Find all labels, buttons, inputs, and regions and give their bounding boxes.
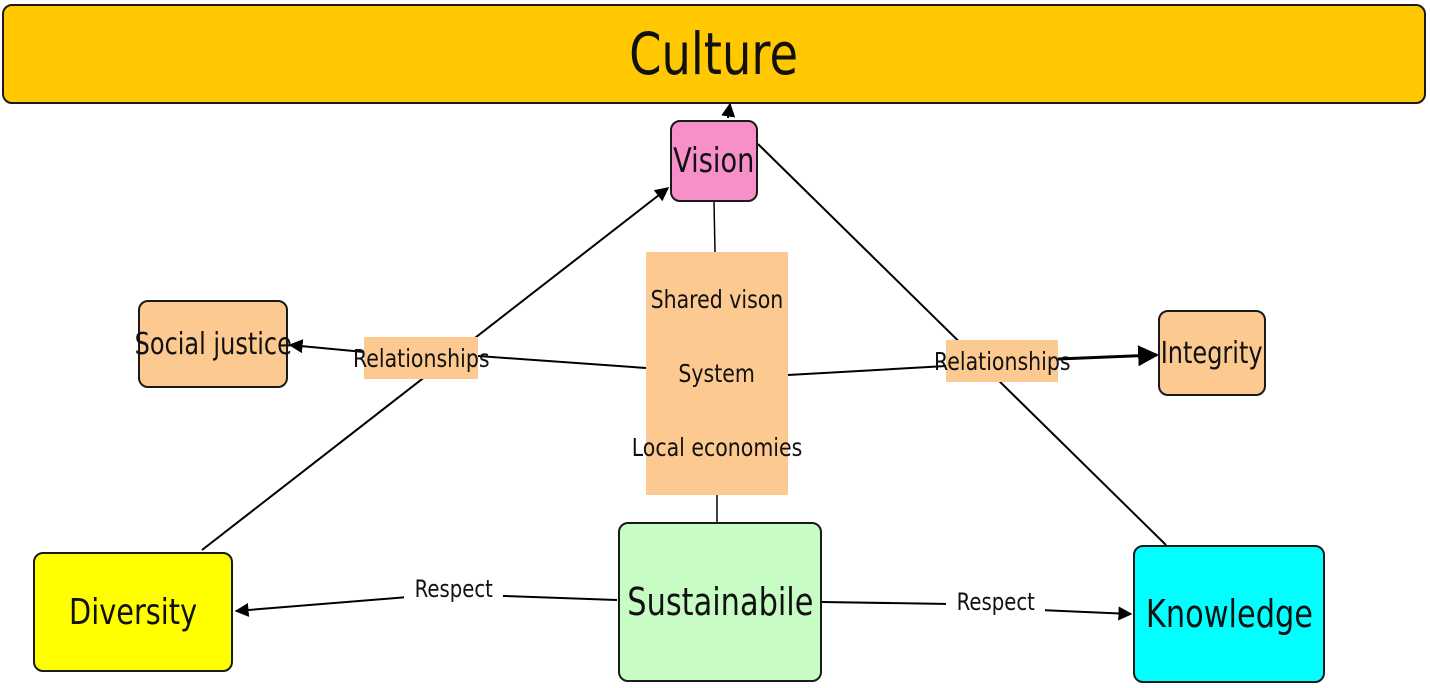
cluster-phrase-local-economies: Local economies [631,433,803,463]
social-justice-node[interactable]: Social justice [134,300,292,388]
linking-phrase-respect-right[interactable]: Respect [946,588,1046,616]
sustainable-node[interactable]: Sustainabile [618,522,822,682]
edge-cluster-relationships-left [477,355,647,369]
center-linking-cluster[interactable]: Shared vison System Local economies [632,252,802,495]
linking-phrase-relationships-left[interactable]: Relationships [353,337,489,379]
knowledge-node[interactable]: Knowledge [1133,545,1325,683]
edge-cluster-relationships-right [787,365,947,376]
cluster-phrase-shared-vision: Shared vison [650,284,784,314]
sustainable-label: Sustainabile [626,580,814,624]
diversity-label: Diversity [68,591,198,633]
social-justice-label: Social justice [134,326,292,362]
integrity-label: Integrity [1161,335,1263,371]
culture-node[interactable]: Culture [2,4,1426,104]
knowledge-label: Knowledge [1145,592,1313,636]
culture-label: Culture [629,20,799,88]
edge-relationships-social-justice [288,339,365,354]
edge-relationships-integrity [1057,345,1160,367]
edge-respect-diversity [234,596,409,617]
cluster-phrase-system: System [678,358,756,388]
edge-sustainable-respect-right [821,601,951,605]
linking-phrase-respect-left[interactable]: Respect [404,575,504,603]
edge-vision-cluster [713,201,716,253]
diversity-node[interactable]: Diversity [33,552,233,672]
integrity-node[interactable]: Integrity [1158,310,1266,396]
vision-node[interactable]: Vision [670,120,758,202]
linking-phrase-relationships-right[interactable]: Relationships [934,340,1070,382]
vision-label: Vision [673,141,755,181]
edge-vision-culture [721,102,736,119]
